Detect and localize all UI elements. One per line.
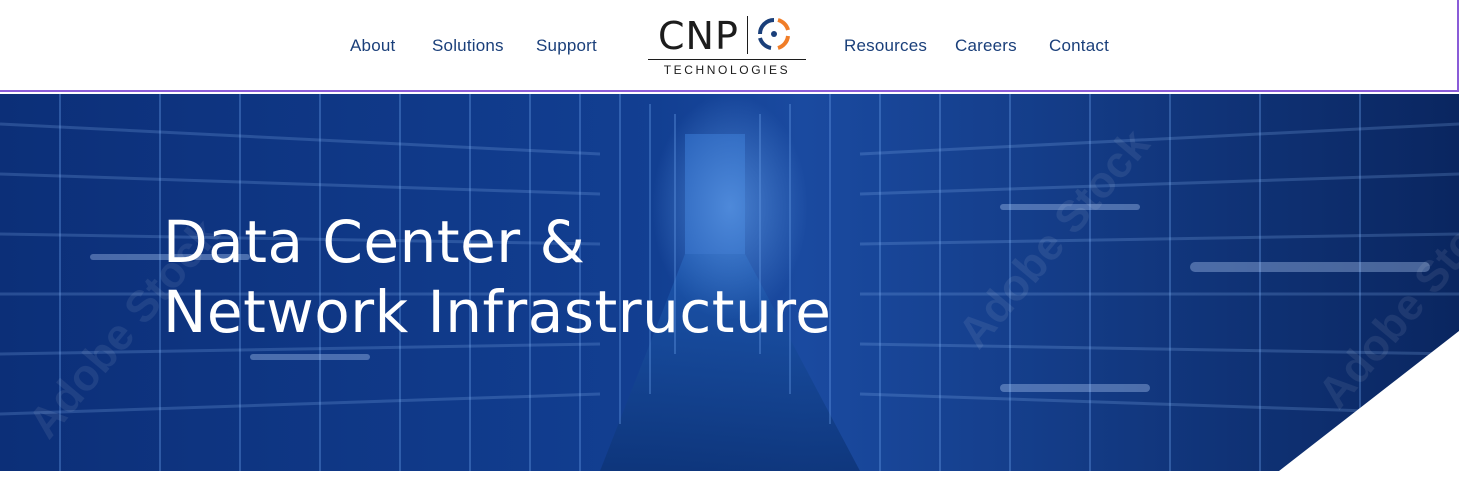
nav-about[interactable]: About	[350, 36, 396, 55]
hero-title-line2: Network Infrastructure	[163, 278, 832, 346]
logo-divider	[747, 16, 748, 54]
logo-rule	[648, 59, 806, 60]
logo-wordmark: CNP	[658, 14, 739, 58]
nav-solutions[interactable]: Solutions	[432, 36, 504, 55]
hero-title-line1: Data Center &	[163, 208, 586, 276]
hero-title: Data Center & Network Infrastructure	[163, 207, 831, 347]
nav-careers[interactable]: Careers	[955, 36, 1017, 55]
server-room-image	[0, 94, 1459, 471]
hero-corner-cut	[1279, 331, 1459, 471]
nav-resources[interactable]: Resources	[844, 36, 928, 55]
logo-subtitle: TECHNOLOGIES	[663, 63, 791, 77]
site-header: About Solutions Support CNP TECHNOLOGIES…	[0, 0, 1459, 92]
nav-support[interactable]: Support	[536, 36, 597, 55]
company-logo[interactable]: CNP TECHNOLOGIES	[648, 12, 806, 80]
nav-contact[interactable]: Contact	[1049, 36, 1109, 55]
hero-banner: Adobe Stock Adobe Stock Adobe Stock Data…	[0, 94, 1459, 471]
logo-mark-icon	[758, 18, 790, 50]
